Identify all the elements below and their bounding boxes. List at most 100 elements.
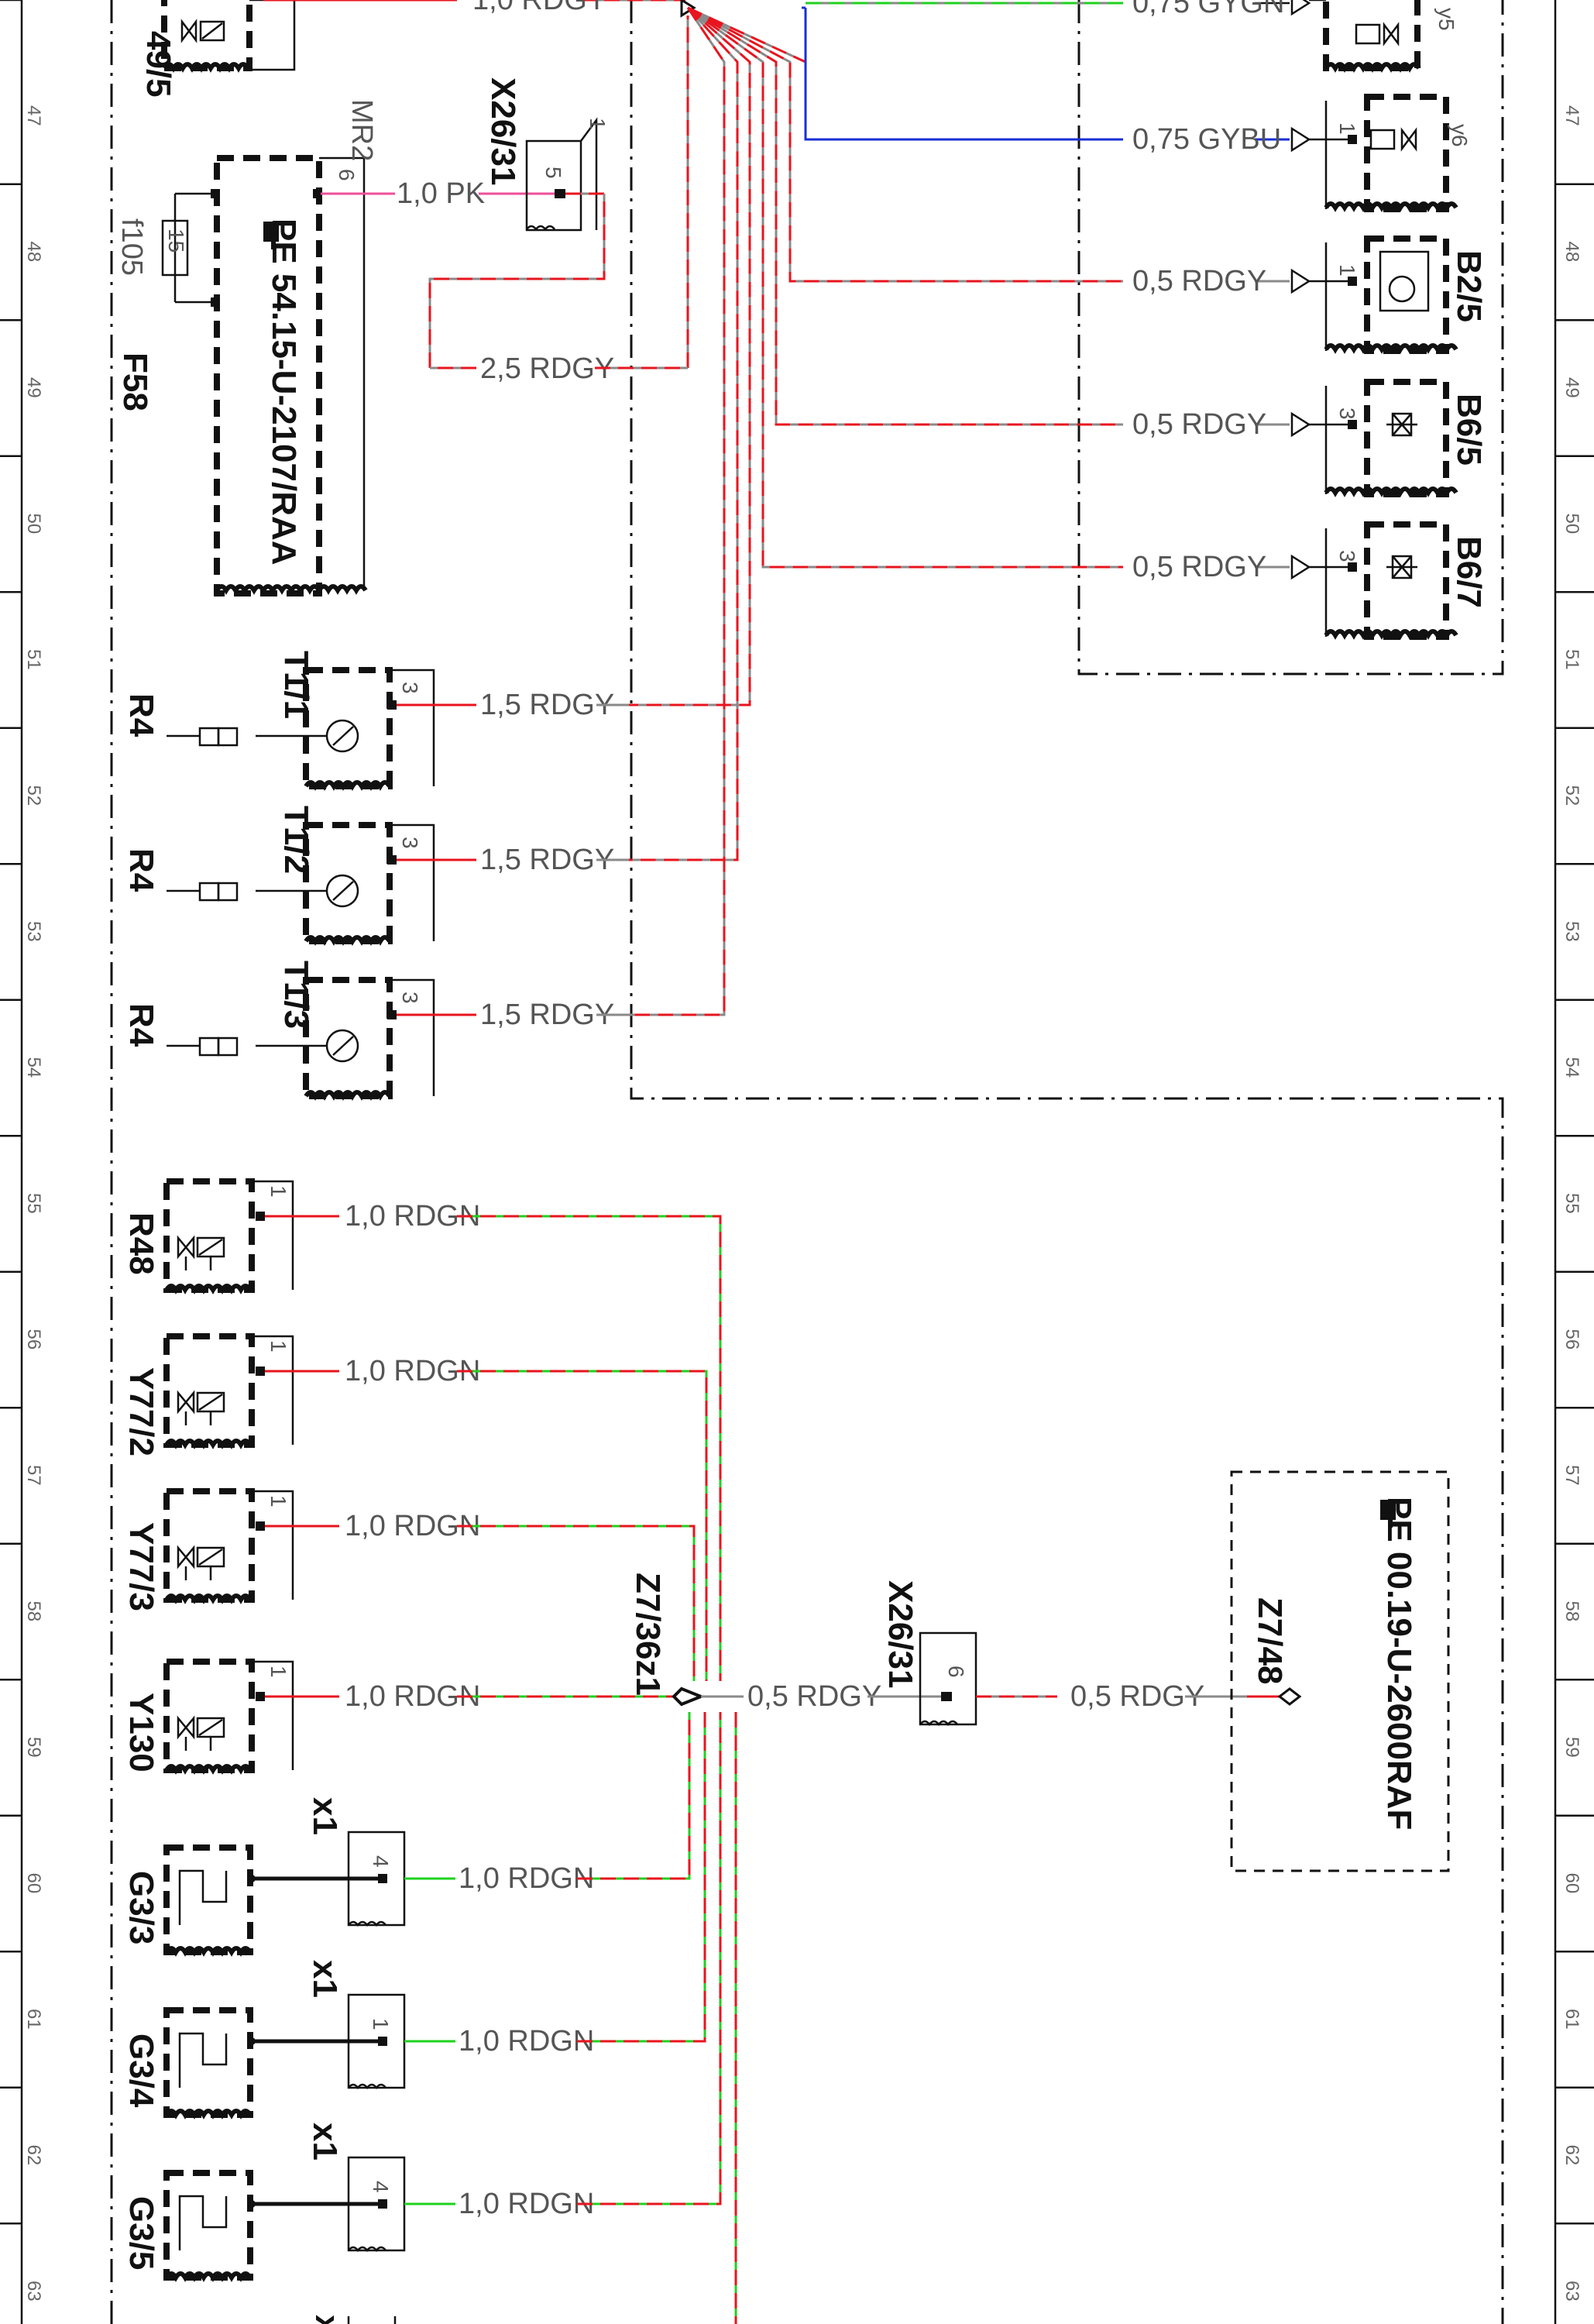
sensor-wire-label: 0,75 GYBU: [1132, 123, 1281, 156]
ruler-number-left: 54: [23, 1057, 44, 1078]
mr2-label: MR2: [345, 99, 378, 161]
ruler-number-left: 53: [23, 921, 44, 942]
transducer-pin: 3: [398, 992, 422, 1004]
ref-hand-icon: [263, 222, 279, 249]
z7-48-ref: PE 00.19-U-2600RAF: [1380, 1497, 1418, 1830]
valve-pin: 1: [266, 1666, 290, 1678]
sensor-wire-label: 0,5 RDGY: [1132, 265, 1266, 297]
feed-wire-label: 2,5 RDGY: [480, 352, 614, 385]
arrow-icon: [1290, 411, 1311, 438]
ground-pin: 1: [369, 2018, 393, 2030]
splice-z7-36z1: Z7/36z1 0,5 RDGY 6 X26/31 0,5 RDGY Z7/48…: [629, 1470, 1450, 1872]
x26-31-label-b: X26/31: [881, 1580, 919, 1688]
x26-31-connector-a: [525, 139, 582, 232]
ruler-number-right: 55: [1561, 1193, 1582, 1214]
transducer-1: T1/1R4 3 1,5 RDGY: [122, 651, 629, 791]
f58-ref: PE 54.15-U-2107/RAA: [265, 218, 303, 566]
ruler-number-left: 47: [23, 105, 44, 126]
ruler-number-right: 48: [1561, 242, 1582, 263]
ruler-number-right: 63: [1561, 2281, 1582, 2302]
ruler-number-right: 54: [1561, 1057, 1582, 1078]
ruler-number-left: 56: [23, 1329, 44, 1350]
ruler-number-left: 52: [23, 786, 44, 806]
ground-g3-4: G3/4 1 x1 1,0 RDGN: [122, 1712, 706, 2119]
valve-y77-3: Y77/311,0 RDGN: [122, 1488, 696, 1681]
ruler-number-left: 58: [23, 1601, 44, 1622]
x26-31-connector-b: [919, 1631, 977, 1726]
ruler-number-right: 58: [1561, 1601, 1582, 1622]
ruler-number-left: 60: [23, 1873, 44, 1894]
valve-label: Y77/3: [122, 1522, 160, 1611]
ruler-number-left: 50: [23, 514, 44, 535]
ground-icon: [178, 1869, 228, 1925]
splice-label: Z7/36z1: [629, 1573, 667, 1696]
arrow-icon: [1290, 126, 1311, 153]
transducer-label: T1/2: [277, 806, 315, 874]
ground-label: G3/4: [122, 2033, 160, 2108]
ground-icon: [178, 2032, 228, 2088]
ground-conn-label: x1: [306, 2123, 344, 2161]
ruler-number-left: 59: [23, 1737, 44, 1758]
valve-icon: [177, 1235, 195, 1260]
ruler-number-left: 55: [23, 1193, 44, 1214]
ruler-number-right: 47: [1561, 105, 1582, 126]
ground-conn-label: x1: [306, 1960, 344, 1998]
ground-r4-label: R4: [122, 693, 160, 737]
valve-icon: [177, 1545, 195, 1569]
ruler-number-left: 51: [23, 649, 44, 670]
x26-pin6: 6: [944, 1666, 968, 1678]
top-partial: 49/5 1,0 RDGY 0,75 GYGN y5: [139, 0, 1458, 98]
ground-wire-label: 1,0 RDGN: [459, 2188, 594, 2220]
transducer-wire-label: 1,5 RDGY: [480, 689, 614, 721]
z7-48-label: Z7/48: [1251, 1597, 1289, 1685]
sensor-wire-label: 0,5 RDGY: [1132, 551, 1266, 583]
ground-pin: 4: [369, 2181, 393, 2193]
ruler-number-right: 50: [1561, 514, 1582, 535]
valve-pin: 1: [266, 1340, 290, 1353]
transducer-pin: 3: [398, 837, 422, 849]
valve-label: Y130: [122, 1693, 160, 1772]
ruler-number-right: 59: [1561, 1737, 1582, 1758]
fuse-f105: [161, 219, 189, 277]
z7-48-point: [1277, 1687, 1302, 1706]
ground-r4-label: R4: [122, 848, 160, 892]
ground-r4-label: R4: [122, 1003, 160, 1047]
f58-module: 15 f105 MR2 6 1,0 PK PE 54.15-U-2107/RAA…: [115, 15, 689, 596]
bottom-conn-label: x: [308, 2315, 346, 2324]
ruler-number-right: 62: [1561, 2145, 1582, 2166]
sensor-pin: 3: [1335, 550, 1359, 562]
fuse-label: f105: [115, 218, 148, 276]
ref-hand-icon-2: [1380, 1500, 1396, 1528]
ruler-number-left: 48: [23, 242, 44, 263]
ground-label: G3/3: [122, 1871, 160, 1944]
valve-icon: [177, 1390, 195, 1415]
sensor-b6-7: 0,5 RDGY 3 B6/7: [1132, 521, 1488, 640]
ground-icon: [178, 2195, 228, 2250]
z7-48-box: [1230, 1470, 1450, 1872]
valve-symbol-49-5: [180, 19, 225, 43]
ruler-number-right: 61: [1561, 2009, 1582, 2030]
transducer-pin: 3: [398, 682, 422, 694]
ground-label: G3/5: [122, 2196, 160, 2270]
ground-wire-label: 1,0 RDGN: [459, 2025, 594, 2058]
sensor-pin: 1: [1335, 264, 1359, 277]
ruler-number-right: 52: [1561, 786, 1582, 806]
transducer-label: T1/1: [277, 651, 315, 719]
ruler-number-right: 56: [1561, 1329, 1582, 1350]
x26-pin5: 5: [541, 167, 565, 179]
splice-out-wire: 0,5 RDGY: [747, 1680, 881, 1713]
valve-pin: 1: [266, 1495, 290, 1508]
arrow-icon: [1290, 554, 1311, 580]
f58-box: [214, 155, 322, 596]
valve-label: R48: [122, 1212, 160, 1275]
sensor-label: B6/7: [1450, 536, 1488, 608]
sensor-pin: 1: [1335, 122, 1359, 135]
